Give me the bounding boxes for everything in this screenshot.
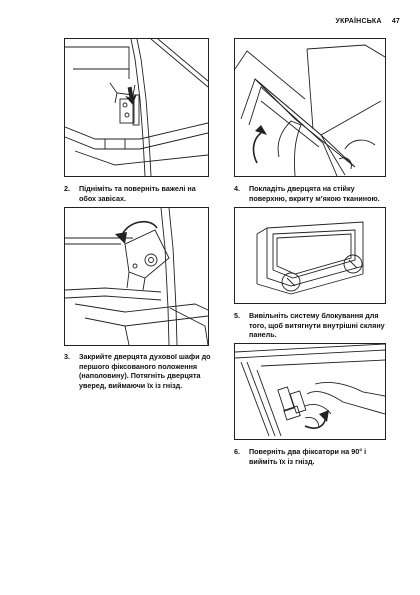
step-number: 5. <box>234 311 240 320</box>
step-text: Вивільніть систему блокування для того, … <box>249 311 385 340</box>
step-text: Покладіть дверцята на стійку поверхню, в… <box>249 184 380 203</box>
step-text: Поверніть два фіксатори на 90° і вийміть… <box>249 447 367 466</box>
step-number: 6. <box>234 447 240 456</box>
figure-door-flat <box>234 207 386 304</box>
step-number: 3. <box>64 352 70 361</box>
step-6: 6. Поверніть два фіксатори на 90° і вийм… <box>234 447 392 466</box>
header-language: УКРАЇНСЬКА <box>335 18 382 25</box>
step-4: 4. Покладіть дверцята на стійку поверхню… <box>234 184 392 203</box>
page-number: 47 <box>391 18 400 25</box>
step-2: 2. Підніміть та поверніть важелі на обох… <box>64 184 214 203</box>
page-header: УКРАЇНСЬКА 47 <box>336 18 400 25</box>
step-text: Закрийте дверцята духової шафи до першог… <box>79 352 211 390</box>
figure-lift-door <box>234 38 386 177</box>
step-number: 2. <box>64 184 70 193</box>
figure-rotate-latches <box>234 343 386 440</box>
step-text: Підніміть та поверніть важелі на обох за… <box>79 184 196 203</box>
figure-hinge-lever <box>64 38 209 177</box>
figure-hinge-rotated <box>64 207 209 346</box>
step-number: 4. <box>234 184 240 193</box>
step-3: 3. Закрийте дверцята духової шафи до пер… <box>64 352 214 390</box>
step-5: 5. Вивільніть систему блокування для тог… <box>234 311 392 340</box>
